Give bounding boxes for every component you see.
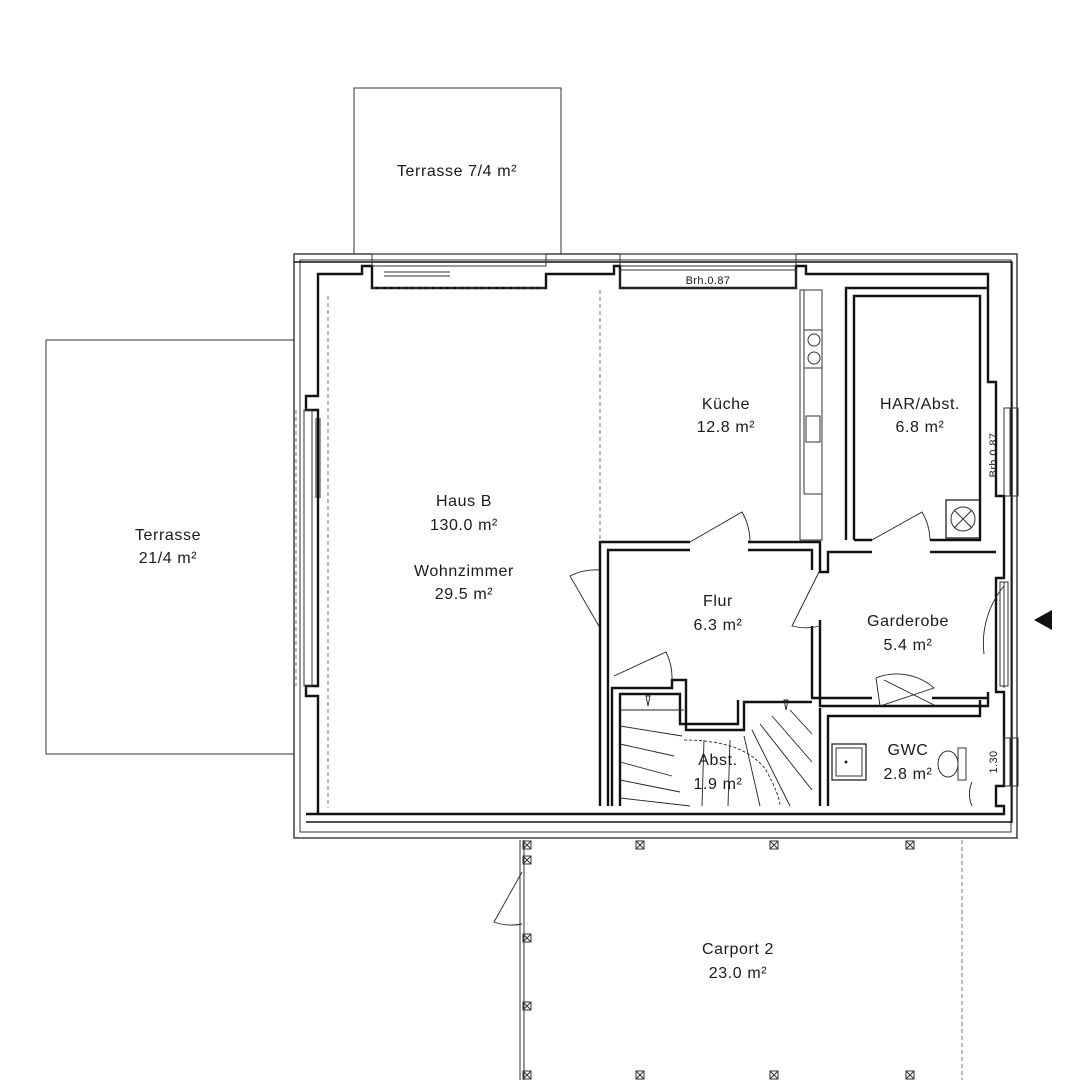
terrasse-left-area: 21/4 m² — [139, 550, 198, 567]
garderobe-name: Garderobe — [867, 613, 949, 630]
carport-post-icon — [522, 1070, 532, 1080]
entrance-arrow-icon — [1034, 610, 1052, 630]
terrasse-left-name: Terrasse — [135, 527, 201, 544]
left-window — [295, 296, 329, 808]
top-window-left — [371, 253, 547, 289]
carport-outline — [493, 840, 963, 1080]
window-right-annotation: Brh.0.87 — [988, 433, 1000, 478]
carport-post-icon — [905, 840, 915, 850]
washbasin-icon — [831, 743, 867, 781]
carport-post-icon — [522, 855, 532, 865]
garderobe-area: 5.4 m² — [884, 637, 933, 654]
carport-post-icon — [522, 933, 532, 943]
abst-area: 1.9 m² — [694, 776, 743, 793]
door-living-flur — [569, 569, 601, 629]
har-name: HAR/Abst. — [880, 396, 960, 413]
carport-post-icon — [635, 840, 645, 850]
carport-area: 23.0 m² — [709, 965, 768, 982]
door-garderobe — [791, 569, 821, 629]
stove-icon — [804, 329, 822, 369]
right-window-har — [1003, 407, 1019, 497]
flur-wall — [598, 540, 996, 806]
top-window-kitchen — [619, 253, 797, 289]
sink-icon — [805, 415, 821, 443]
door-kitchen-flur — [689, 511, 751, 543]
carport-name: Carport 2 — [702, 941, 774, 958]
har-wall — [844, 286, 988, 542]
carport-post-icon — [769, 840, 779, 850]
har-area: 6.8 m² — [896, 419, 945, 436]
kueche-name: Küche — [702, 396, 750, 413]
stair-wall — [610, 678, 812, 806]
flur-area: 6.3 m² — [694, 617, 743, 634]
house-title: Haus B — [436, 493, 492, 510]
carport-posts — [522, 840, 915, 1080]
wohnzimmer-name: Wohnzimmer — [414, 563, 514, 580]
carport-post-icon — [905, 1070, 915, 1080]
ventilation-icon — [945, 499, 981, 539]
door-har — [871, 511, 931, 541]
carport-post-icon — [635, 1070, 645, 1080]
door-gwc-leaf — [883, 679, 937, 707]
window-top-annotation: Brh.0.87 — [686, 275, 731, 287]
terrace-left-outline — [45, 339, 295, 755]
abst-name: Abst. — [698, 752, 737, 769]
entrance-door — [982, 581, 1009, 688]
carport-post-icon — [769, 1070, 779, 1080]
carport-post-icon — [522, 1001, 532, 1011]
carport-post-icon — [522, 840, 532, 850]
door-stair — [613, 651, 673, 681]
kueche-area: 12.8 m² — [697, 419, 756, 436]
gwc-name: GWC — [888, 742, 929, 759]
exterior-wall-outer-face — [294, 261, 1013, 823]
terrasse-top-label: Terrasse 7/4 m² — [397, 163, 517, 180]
house-total-area: 130.0 m² — [430, 517, 498, 534]
stair — [619, 695, 813, 807]
flur-wall-inner — [606, 548, 988, 806]
gwc-area: 2.8 m² — [884, 766, 933, 783]
flur-name: Flur — [703, 593, 733, 610]
door-gwc — [875, 673, 935, 707]
toilet-icon — [937, 747, 973, 807]
gwc-wall — [818, 700, 982, 806]
wohnzimmer-area: 29.5 m² — [435, 586, 494, 603]
right-window-gwc — [1003, 737, 1019, 787]
kitchen-counter — [799, 289, 823, 541]
window-gwc-annotation: 1.30 — [988, 750, 1000, 773]
